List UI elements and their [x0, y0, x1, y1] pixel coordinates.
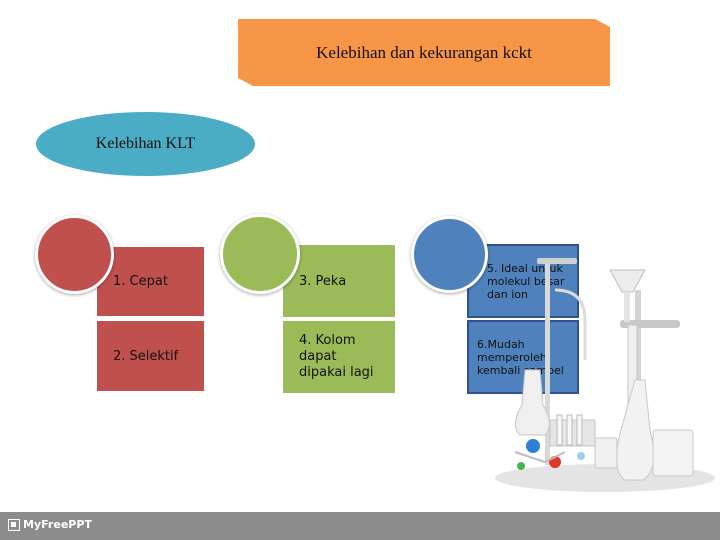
footer-bar [0, 512, 720, 540]
title-banner: Kelebihan dan kekurangan kckt [238, 19, 610, 86]
card-green-2: 4. Kolom dapat dipakai lagi [283, 321, 395, 393]
title-text: Kelebihan dan kekurangan kckt [316, 42, 532, 62]
card-green-2-label: 4. Kolom dapat dipakai lagi [299, 333, 374, 380]
card-blue-2-label: 6.Mudah memperoleh kembali sampel [477, 337, 564, 377]
card-red-2: 2. Selektif [97, 321, 204, 391]
footer-logo: MyFreePPT [8, 518, 92, 531]
card-green-1-label: 3. Peka [299, 273, 347, 289]
logo-icon [8, 518, 20, 531]
card-red-1: 1. Cepat [97, 247, 204, 316]
kelebihan-ellipse: Kelebihan KLT [36, 112, 255, 176]
card-red-2-label: 2. Selektif [113, 348, 179, 364]
laboratory-glassware-image [495, 258, 715, 492]
blue-circle [411, 216, 488, 293]
footer-brand-text: MyFreePPT [23, 518, 92, 531]
red-circle [35, 215, 114, 294]
ellipse-label: Kelebihan KLT [95, 135, 196, 152]
card-green-1: 3. Peka [283, 245, 395, 317]
card-blue-2: 6.Mudah memperoleh kembali sampel [467, 320, 579, 394]
green-circle [220, 214, 300, 294]
card-red-1-label: 1. Cepat [113, 274, 168, 289]
